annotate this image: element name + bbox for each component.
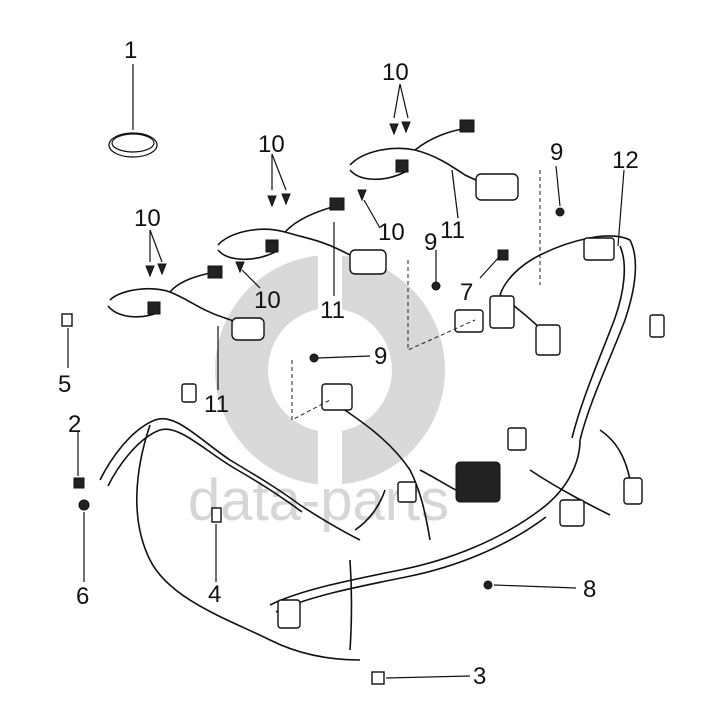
o-ring-part bbox=[108, 132, 158, 158]
callout-labels: 1 2 3 4 5 6 7 8 9 9 9 10 10 10 10 10 11 … bbox=[58, 37, 639, 690]
bolt-part-3 bbox=[371, 671, 385, 685]
callout-10-upper: 10 bbox=[258, 131, 285, 158]
callout-8: 8 bbox=[583, 576, 596, 603]
callout-10-left: 10 bbox=[134, 205, 161, 232]
callout-3: 3 bbox=[473, 663, 486, 690]
nut-part-6 bbox=[78, 499, 90, 511]
watermark-logo-bar bbox=[318, 250, 342, 490]
callout-10-center: 10 bbox=[378, 219, 405, 246]
main-connector-block bbox=[455, 461, 501, 503]
nut-part-9-b bbox=[431, 281, 441, 291]
callout-6: 6 bbox=[76, 583, 89, 610]
nut-part-8 bbox=[483, 580, 493, 590]
o-ring-inner bbox=[111, 133, 155, 153]
callout-10-top: 10 bbox=[382, 59, 409, 86]
callout-11-middle: 11 bbox=[320, 297, 345, 324]
callout-4: 4 bbox=[208, 581, 221, 608]
leader-lines bbox=[67, 83, 625, 679]
callout-12: 12 bbox=[612, 147, 639, 174]
watermark: data-parts bbox=[188, 250, 449, 533]
main-engine-harness bbox=[99, 235, 665, 661]
callout-11-left: 11 bbox=[204, 391, 229, 418]
callout-10-lower: 10 bbox=[254, 287, 281, 314]
clip-part-5 bbox=[61, 313, 73, 327]
callout-7: 7 bbox=[460, 279, 473, 306]
callout-2: 2 bbox=[68, 411, 81, 438]
nut-part-9-c bbox=[309, 353, 319, 363]
bolt-part-7 bbox=[497, 249, 509, 261]
clip-part-4 bbox=[211, 507, 222, 523]
callout-9-middle: 9 bbox=[424, 229, 437, 256]
sensor-harness-right bbox=[349, 119, 519, 201]
sensor-harness-left bbox=[107, 265, 265, 341]
nut-part-9-a bbox=[555, 207, 565, 217]
bolt-part-2 bbox=[73, 477, 85, 489]
callout-1: 1 bbox=[124, 37, 137, 64]
sensor-harness-middle bbox=[217, 197, 387, 275]
clips-part-10 bbox=[145, 121, 411, 278]
callout-5: 5 bbox=[58, 371, 71, 398]
callout-9-lower: 9 bbox=[374, 343, 387, 370]
callout-9-upper: 9 bbox=[550, 139, 563, 166]
callout-11-right: 11 bbox=[440, 217, 465, 244]
